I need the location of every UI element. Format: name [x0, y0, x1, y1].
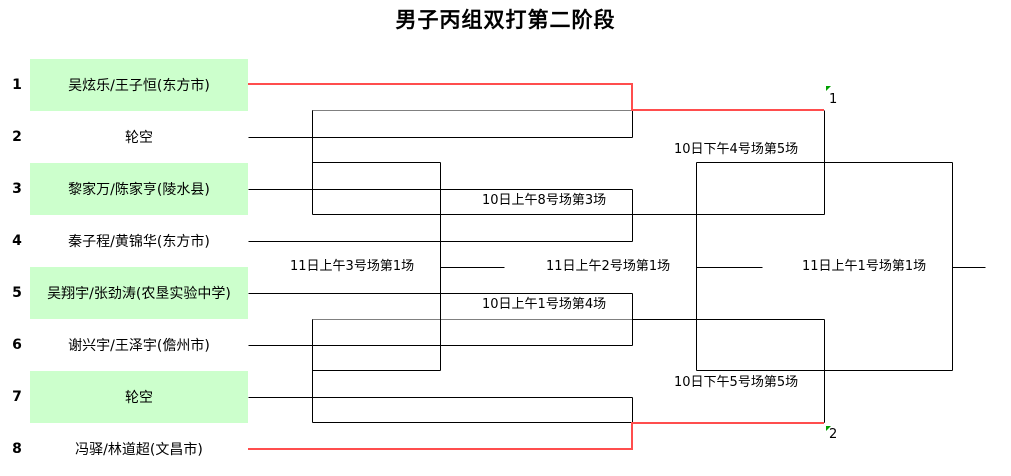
top-winner-flag-icon: [826, 86, 831, 91]
bottom-winner-mark: 2: [829, 427, 838, 442]
player-slot-6: 谢兴宇/王泽宇(儋州市): [68, 338, 210, 354]
seed-number-5: 5: [12, 285, 22, 301]
player-slot-5: 吴翔宇/张劲涛(农垦实验中学): [30, 267, 248, 319]
match-label-11am-court2: 11日上午2号场第1场: [545, 259, 672, 275]
seed-number-2: 2: [12, 129, 22, 145]
bottom-winner-flag-icon: [826, 426, 831, 431]
seed-number-4: 4: [12, 233, 22, 249]
player-slot-2: 轮空: [125, 130, 153, 146]
match-label-10pm-court5: 10日下午5号场第5场: [673, 375, 800, 391]
match-label-11am-court1: 11日上午1号场第1场: [801, 259, 928, 275]
seed-number-1: 1: [12, 77, 22, 93]
page-title: 男子丙组双打第二阶段: [395, 7, 616, 32]
seed-number-8: 8: [12, 441, 22, 457]
seed-number-7: 7: [12, 389, 22, 405]
match-label-10pm-court4: 10日下午4号场第5场: [673, 142, 800, 158]
top-winner-mark: 1: [829, 92, 838, 107]
advance-path-bottom: [248, 422, 824, 450]
advance-path-top: [248, 83, 824, 111]
player-slot-3: 黎家万/陈家亨(陵水县): [30, 163, 248, 215]
seed-number-6: 6: [12, 337, 22, 353]
player-slot-8: 冯驿/林道超(文昌市): [75, 442, 203, 458]
match-label-10am-court8: 10日上午8号场第3场: [481, 193, 608, 209]
player-slot-1: 吴炫乐/王子恒(东方市): [30, 59, 248, 111]
match-label-10am-court1: 10日上午1号场第4场: [481, 297, 608, 313]
seed-number-3: 3: [12, 181, 22, 197]
player-slot-4: 秦子程/黄锦华(东方市): [68, 234, 210, 250]
match-label-11am-court3: 11日上午3号场第1场: [289, 259, 416, 275]
player-slot-7: 轮空: [30, 371, 248, 423]
